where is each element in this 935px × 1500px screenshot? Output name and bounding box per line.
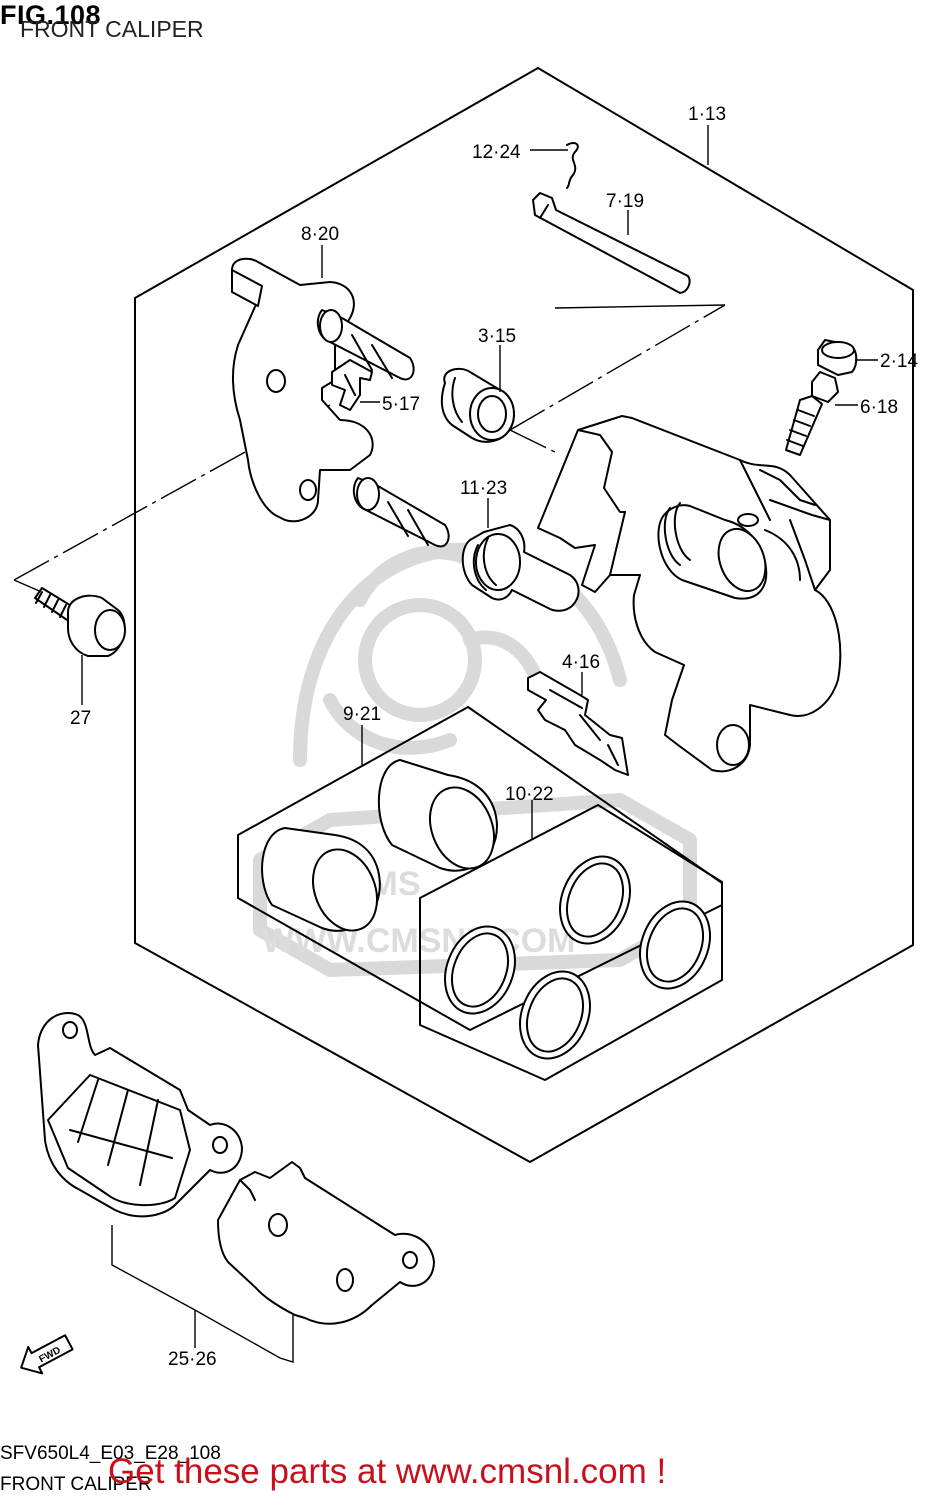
caliper-bracket bbox=[231, 257, 450, 548]
callout-12-24: 12·24 bbox=[472, 142, 521, 163]
pad-spring bbox=[331, 359, 373, 411]
slide-pin-boot bbox=[440, 367, 515, 443]
seal-left bbox=[444, 925, 516, 1015]
fig-number: FIG.108 bbox=[0, 0, 102, 30]
callout-6-18: 6·18 bbox=[860, 397, 898, 418]
pin-clip bbox=[566, 142, 579, 189]
brake-pad-outer bbox=[37, 1012, 243, 1218]
callout-25-26: 25·26 bbox=[168, 1349, 217, 1370]
callout-10-22: 10·22 bbox=[505, 784, 554, 805]
callout-5-17: 5·17 bbox=[382, 394, 420, 415]
fwd-arrow-icon: FWD bbox=[20, 1334, 74, 1375]
caliper-body bbox=[537, 415, 842, 773]
callout-7-19: 7·19 bbox=[606, 191, 644, 212]
seal-right bbox=[639, 900, 711, 990]
assembly-outline bbox=[134, 67, 914, 1163]
leader-lines bbox=[81, 125, 878, 1363]
pad-clip bbox=[527, 671, 629, 776]
diagram-code: SFV650L4_E03_E28_108 bbox=[0, 1443, 221, 1464]
seal-bottom bbox=[519, 970, 591, 1060]
callout-9-21: 9·21 bbox=[343, 704, 381, 725]
piston-rear bbox=[261, 827, 381, 932]
pad-pin bbox=[532, 192, 691, 294]
brake-pad-inner bbox=[217, 1161, 435, 1325]
footer-name: FRONT CALIPER bbox=[0, 1474, 152, 1495]
callout-3-15: 3·15 bbox=[478, 326, 516, 347]
callout-2-14: 2·14 bbox=[880, 351, 918, 372]
diagram-title: FRONT CALIPER bbox=[20, 16, 204, 42]
callout-27: 27 bbox=[70, 708, 91, 729]
seal-box bbox=[419, 804, 723, 1081]
mounting-bolt bbox=[34, 587, 126, 657]
lower-pin-boot bbox=[461, 524, 580, 612]
piston-front bbox=[377, 759, 498, 872]
watermark-url: WWW.CMSNL.COM bbox=[262, 922, 576, 960]
callout-1-13: 1·13 bbox=[688, 104, 726, 125]
callout-labels: 1·13 12·24 7·19 8·20 3·15 2·14 6·18 5·17… bbox=[70, 104, 918, 1370]
promo-link[interactable]: Get these parts at www.cmsnl.com ! bbox=[108, 1452, 667, 1491]
bleeder-cap bbox=[817, 339, 858, 376]
callout-8-20: 8·20 bbox=[301, 224, 339, 245]
bleeder-screw bbox=[785, 371, 839, 456]
callout-11-23: 11·23 bbox=[460, 478, 507, 499]
seal-top bbox=[559, 855, 631, 945]
callout-4-16: 4·16 bbox=[562, 652, 600, 673]
